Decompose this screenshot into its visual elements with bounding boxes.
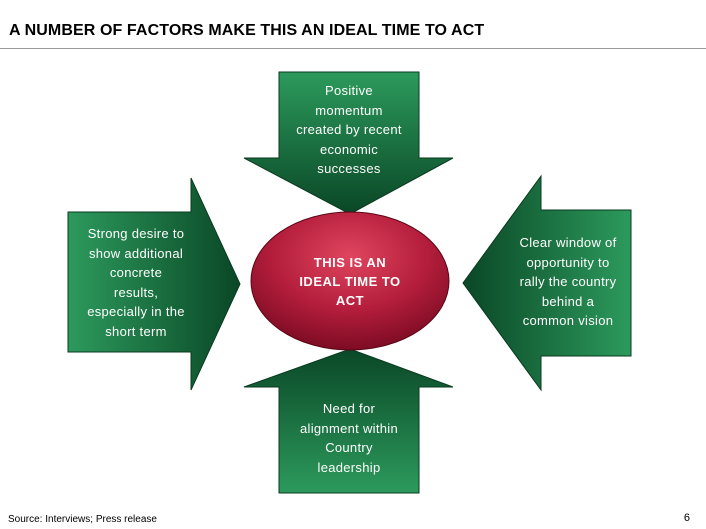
bottom-arrow-line: Need for <box>322 401 376 416</box>
top-arrow-line: economic <box>319 141 379 157</box>
top-arrow-text: Positive momentum created by recent econ… <box>279 81 419 179</box>
bottom-arrow <box>243 348 454 494</box>
top-arrow-line: successes <box>317 161 381 176</box>
center-oval <box>250 211 450 351</box>
center-line: IDEAL TIME TO <box>299 274 401 289</box>
left-arrow-line: results, <box>113 284 159 300</box>
bottom-arrow-line: alignment within <box>299 420 398 436</box>
bottom-arrow-line: leadership <box>317 459 381 475</box>
left-arrow-line: Strong desire to <box>87 226 185 241</box>
right-arrow-line: Clear window of <box>519 235 617 250</box>
source-note: Source: Interviews; Press release <box>8 514 157 525</box>
right-arrow <box>462 174 632 392</box>
slide-title: A NUMBER OF FACTORS MAKE THIS AN IDEAL T… <box>9 22 485 39</box>
left-arrow-text: Strong desire to show additional concret… <box>68 224 204 341</box>
right-arrow-line: rally the country <box>519 274 617 289</box>
bottom-arrow-text: Need for alignment within Country leader… <box>279 399 419 477</box>
right-arrow-text: Clear window of opportunity to rally the… <box>500 233 636 331</box>
top-arrow <box>243 71 454 215</box>
right-arrow-line: behind a <box>541 293 595 309</box>
title-divider <box>0 48 706 49</box>
right-arrow-line: common vision <box>522 313 614 328</box>
top-arrow-line: momentum <box>315 102 383 118</box>
left-arrow-line: especially in the <box>87 304 185 319</box>
left-arrow <box>67 177 241 391</box>
center-oval-text: THIS IS AN IDEAL TIME TO ACT <box>265 253 435 310</box>
left-arrow-line: short term <box>105 323 167 339</box>
left-arrow-line: show additional <box>88 245 184 261</box>
top-arrow-line: Positive <box>325 83 373 98</box>
top-arrow-line: created by recent <box>296 122 402 137</box>
center-line: THIS IS AN <box>313 255 387 270</box>
bottom-arrow-line: Country <box>325 440 373 455</box>
right-arrow-line: opportunity to <box>526 254 610 270</box>
page-number: 6 <box>683 512 690 524</box>
center-line: ACT <box>335 293 365 308</box>
left-arrow-line: concrete <box>109 265 163 280</box>
